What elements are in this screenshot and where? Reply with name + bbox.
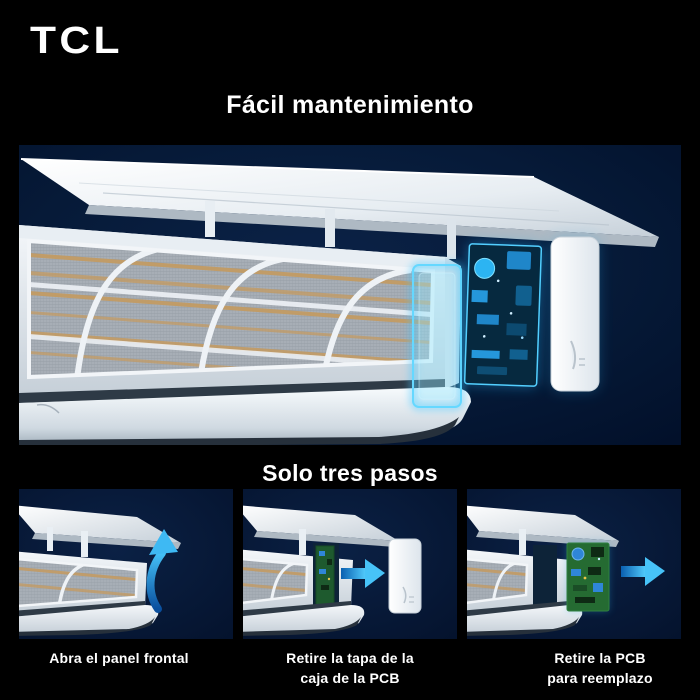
tcl-logo: TCL (30, 20, 123, 62)
arrow-right-icon (341, 559, 385, 588)
mini-ac-unit (243, 505, 399, 636)
air-outlet-slot (19, 379, 445, 403)
step-2-image (243, 489, 457, 639)
capacitor (474, 257, 496, 279)
step-3-caption: Retire la PCB para reemplazo (493, 648, 700, 688)
pcb-board (463, 243, 543, 387)
empty-pcb-compartment (533, 545, 557, 605)
mini-ac-unit (19, 505, 181, 636)
ac-unit-exploded-illustration (19, 145, 681, 445)
page-title: Fácil mantenimiento (226, 91, 474, 119)
step-2-caption: Retire la tapa de la caja de la PCB (243, 648, 457, 688)
bottom-shell (19, 386, 471, 445)
arrow-right-icon (621, 557, 665, 586)
steps-heading: Solo tres pasos (262, 460, 438, 486)
step-1-image (19, 489, 233, 639)
hinge (205, 201, 215, 237)
pcb-board-icon (566, 542, 610, 612)
step-3-caption-line-1: Retire la PCB (554, 650, 646, 666)
ac-body (19, 225, 461, 405)
step-2-illustration (243, 489, 457, 639)
pcb-cover-panel (388, 538, 422, 614)
step-2-caption-line-2: caja de la PCB (300, 670, 400, 686)
step-3-illustration (467, 489, 681, 639)
steps-row (19, 489, 681, 639)
step-1-caption: Abra el panel frontal (12, 648, 226, 688)
pcb-compartment-highlight (410, 262, 464, 410)
step-1-caption-line-1: Abra el panel frontal (49, 650, 189, 666)
open-front-panel (20, 158, 659, 259)
hinge (325, 209, 335, 247)
hinge (447, 219, 456, 259)
hero-image (19, 145, 681, 445)
curved-arrow-up-icon (146, 529, 178, 613)
step-3-caption-line-2: para reemplazo (547, 670, 653, 686)
step-captions: Abra el panel frontal Retire la tapa de … (19, 648, 681, 688)
step-3-image (467, 489, 681, 639)
step-1-illustration (19, 489, 233, 639)
step-2-caption-line-1: Retire la tapa de la (286, 650, 414, 666)
pcb-box-cover (550, 236, 600, 392)
